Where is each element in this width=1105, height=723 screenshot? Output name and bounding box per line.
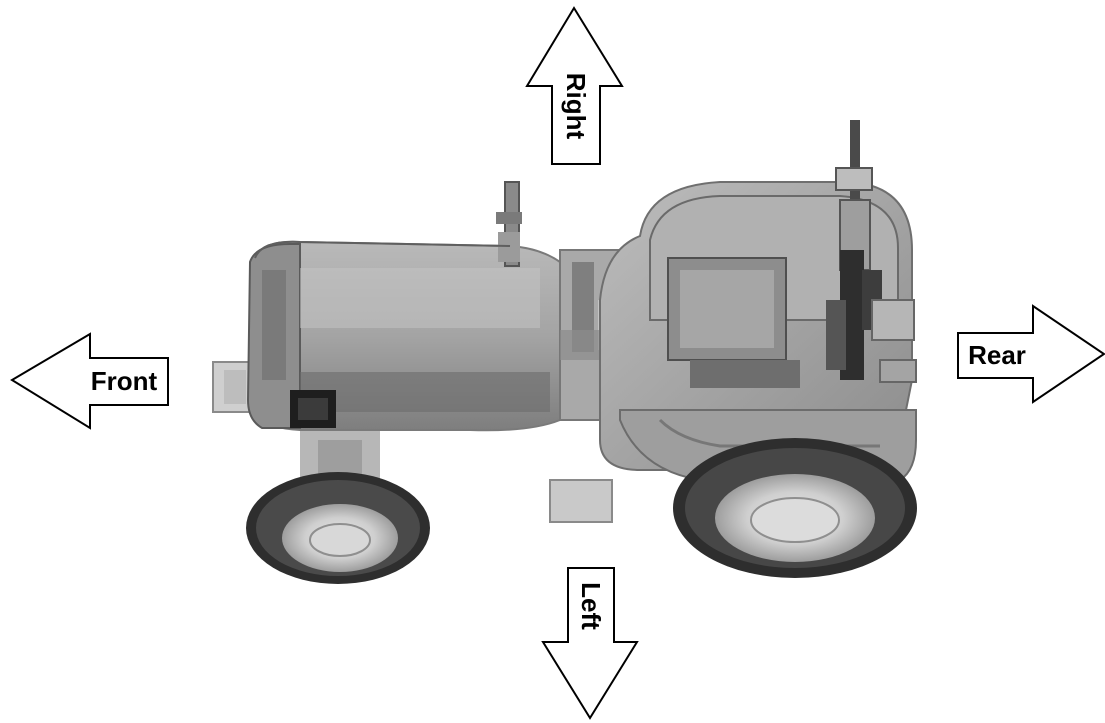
right-arrow-label: Right (561, 73, 591, 140)
rear-left-wheel (673, 438, 917, 578)
left-direction-arrow: Left (541, 567, 639, 720)
front-left-wheel (246, 472, 430, 584)
rear-direction-arrow: Rear (957, 304, 1105, 404)
rear-arrow-shape (957, 304, 1105, 404)
tractor-image (212, 120, 917, 584)
rear-arrow-label: Rear (968, 340, 1026, 370)
front-arrow-shape (10, 332, 169, 430)
right-direction-arrow: Right (525, 6, 624, 165)
front-direction-arrow: Front (10, 332, 169, 430)
left-arrow-shape (541, 567, 639, 720)
right-arrow-shape (525, 6, 624, 165)
front-arrow-label: Front (91, 366, 158, 396)
left-arrow-label: Left (576, 582, 606, 630)
